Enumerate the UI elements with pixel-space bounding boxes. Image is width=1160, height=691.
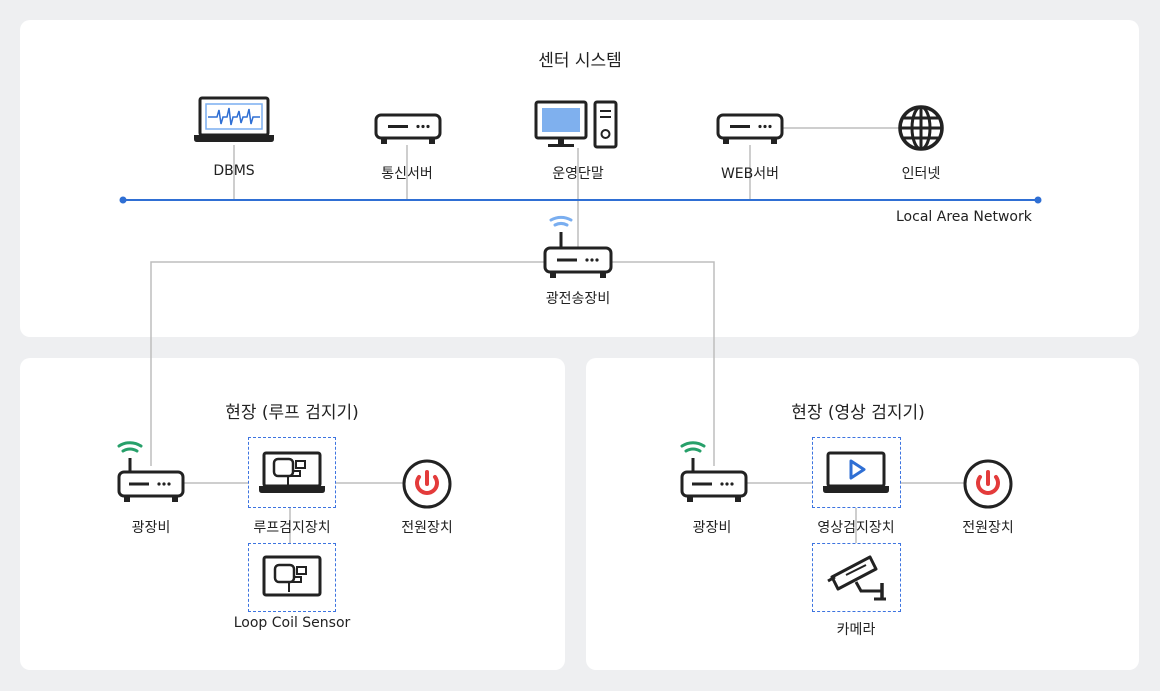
video-detector-box — [812, 437, 901, 508]
transmitter-loop-site-connector — [150, 261, 545, 466]
video-detector-label: 영상검지장치 — [817, 520, 895, 536]
video-power-label: 전원장치 — [962, 520, 1014, 536]
comm-server-label: 통신서버 — [381, 166, 433, 182]
router-icon — [543, 215, 613, 278]
lan-label: Local Area Network — [896, 209, 1032, 225]
lan-endpoint-right — [1034, 196, 1042, 204]
loop-detector-box — [248, 437, 336, 508]
center-system-panel — [20, 20, 1139, 337]
wifi-icon — [680, 441, 706, 453]
server-icon — [374, 113, 442, 144]
cctv-camera-icon — [827, 555, 886, 601]
video-site-panel — [586, 358, 1139, 670]
center-system-title: 센터 시스템 — [538, 51, 622, 71]
loop-site-panel — [20, 358, 565, 670]
dbms-label: DBMS — [213, 163, 255, 179]
video-optical-terminal-label: 광장비 — [692, 520, 732, 536]
loop-site-title: 현장 (루프 검지기) — [225, 403, 359, 423]
router-icon — [117, 441, 185, 502]
video-detector-icon — [823, 451, 889, 493]
router-icon — [680, 441, 748, 502]
desktop-pc-icon — [534, 100, 618, 149]
optical-transmitter-label: 광전송장비 — [545, 291, 611, 307]
internet-label: 인터넷 — [901, 166, 941, 182]
video-site-title: 현장 (영상 검지기) — [791, 403, 925, 423]
server-icon — [716, 113, 784, 144]
operator-terminal-label: 운영단말 — [552, 166, 604, 182]
wifi-icon — [549, 215, 573, 227]
power-icon — [402, 459, 452, 509]
loop-power-label: 전원장치 — [401, 520, 453, 536]
transmitter-video-site-connector — [611, 261, 715, 466]
camera-box — [812, 543, 901, 612]
lan-endpoint-left — [119, 196, 127, 204]
power-icon — [963, 459, 1013, 509]
loop-detector-icon — [259, 451, 325, 493]
loop-coil-sensor-label: Loop Coil Sensor — [233, 615, 351, 631]
web-server-label: WEB서버 — [720, 166, 780, 182]
loop-coil-sensor-box — [248, 543, 336, 612]
globe-icon — [898, 105, 944, 151]
loop-optical-terminal-label: 광장비 — [131, 520, 171, 536]
wifi-icon — [117, 441, 143, 453]
camera-label: 카메라 — [836, 622, 876, 638]
loop-detector-label: 루프검지장치 — [253, 520, 331, 536]
loop-detector-icon — [262, 555, 322, 597]
laptop-chart-icon — [194, 96, 274, 142]
